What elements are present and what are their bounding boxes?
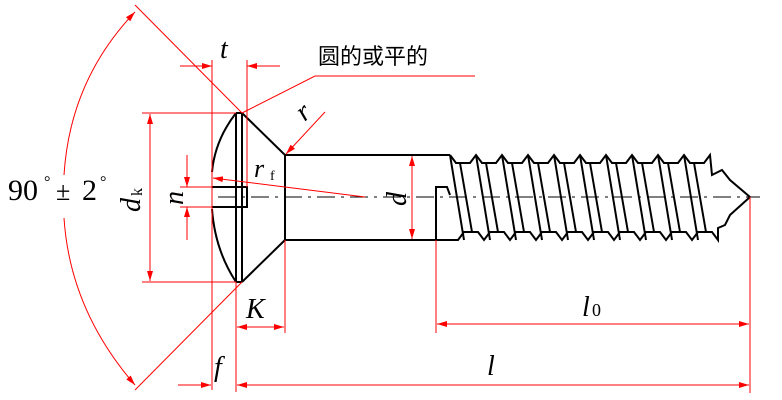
head-arc-bottom: [211, 208, 237, 283]
svg-text:k: k: [129, 188, 146, 196]
thread-crest-line: [537, 162, 551, 233]
head-slot: [212, 186, 248, 208]
n-label: n: [159, 191, 190, 205]
svg-text:0: 0: [592, 300, 601, 320]
r-leader: [285, 111, 326, 155]
angle-ext-bottom: [134, 281, 243, 391]
screw-shank: [284, 154, 451, 241]
angle-arc-top: [63, 11, 136, 176]
l-label: l: [487, 351, 495, 382]
note-round-or-flat: 圆的或平的: [318, 45, 428, 70]
angle-ext-top: [134, 4, 243, 114]
svg-text:2: 2: [82, 174, 97, 207]
t-label: t: [220, 34, 229, 65]
svg-text:f: f: [270, 169, 275, 184]
svg-text:°: °: [44, 174, 50, 191]
svg-text:°: °: [100, 174, 106, 191]
thread-crest-line: [527, 154, 543, 241]
note-leader: [241, 75, 475, 114]
k-label: K: [245, 294, 266, 325]
svg-text:r: r: [254, 154, 265, 183]
svg-text:l: l: [582, 292, 590, 323]
l0-label: l 0: [582, 292, 601, 323]
f-label: f: [214, 352, 225, 383]
thread-crest-line: [605, 154, 621, 241]
svg-text:d: d: [116, 197, 147, 212]
head-arc-top: [211, 112, 237, 173]
thread-crest-line: [693, 162, 707, 233]
rf-label: r f: [254, 154, 275, 184]
thread-outline-top: [449, 152, 751, 198]
rf-leader: [212, 176, 366, 198]
d-label: d: [382, 191, 413, 206]
angle-label: 90 ° ± 2 °: [8, 174, 106, 207]
thread-crest-line: [563, 162, 577, 233]
svg-text:±: ±: [56, 177, 70, 206]
dk-label: d k: [116, 188, 147, 212]
svg-text:90: 90: [8, 174, 38, 207]
r-label: r: [289, 97, 317, 128]
angle-arc-bottom: [63, 217, 136, 386]
